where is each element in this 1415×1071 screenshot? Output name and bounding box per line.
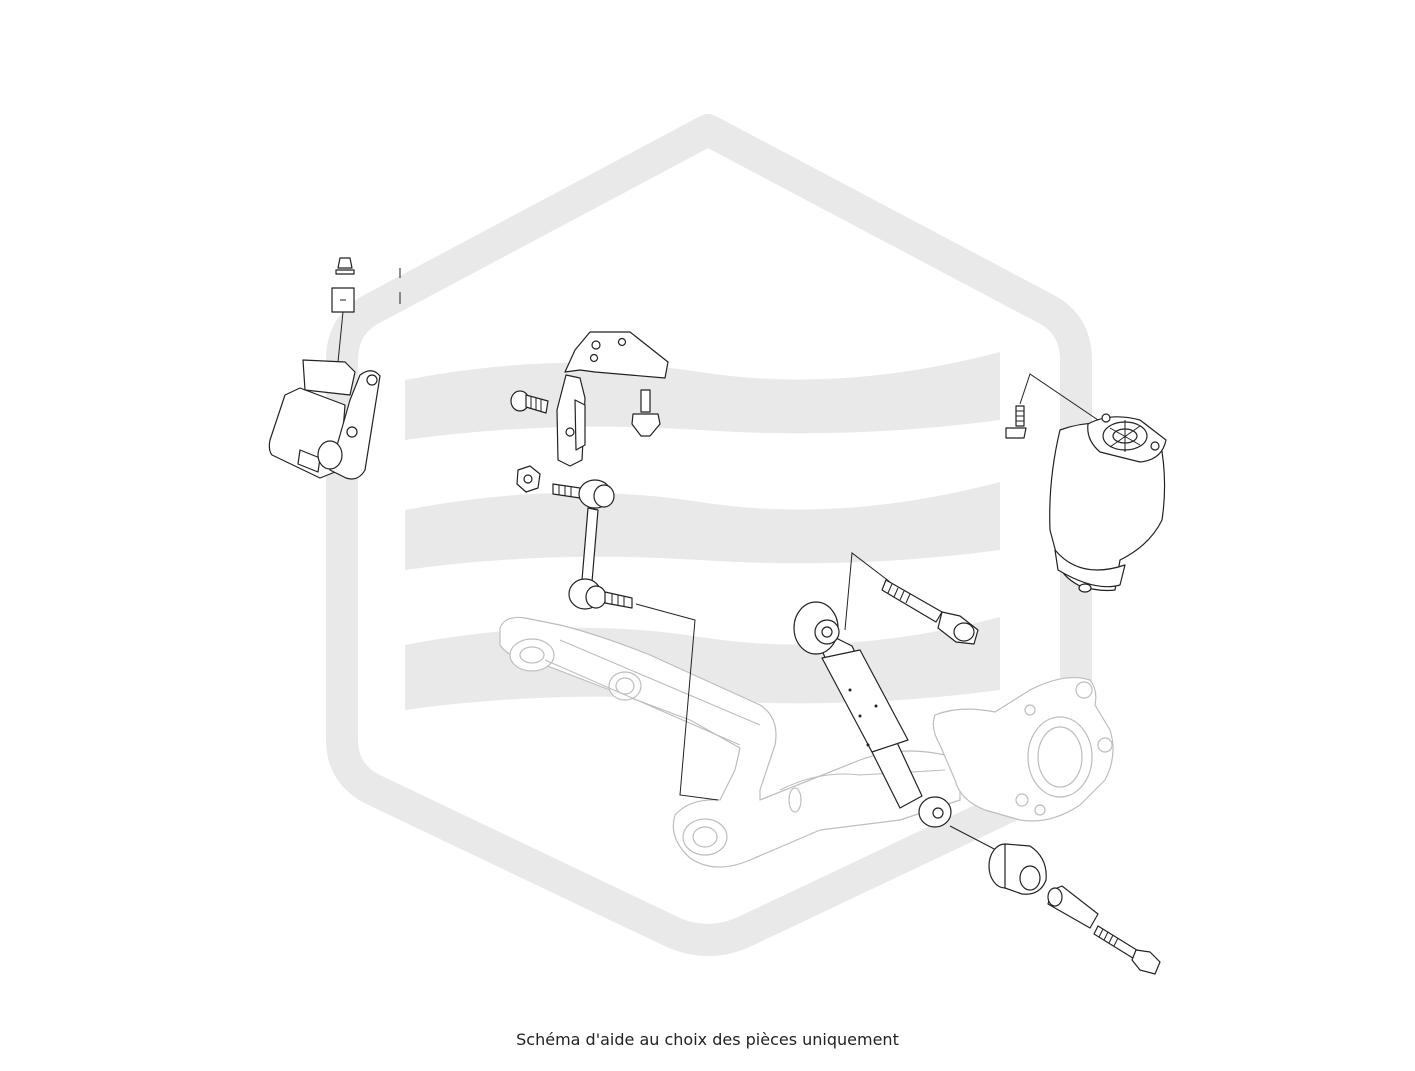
bracket-bolt: [510, 390, 549, 414]
ride-height-sensor: [268, 257, 401, 480]
shock-absorber: [793, 601, 952, 828]
air-spring-leader-line: [1019, 373, 1099, 421]
hex-nut: [516, 465, 541, 493]
bushing-sleeve: [1047, 885, 1099, 929]
push-clip-fastener: [631, 389, 661, 437]
stabilizer-link: [552, 479, 633, 610]
shock-lower-bolt: [1093, 925, 1161, 975]
diagram-caption: Schéma d'aide au choix des pièces unique…: [516, 1030, 899, 1049]
shock-bushing: [988, 843, 1047, 895]
link-leader-line: [635, 603, 719, 801]
shock-lower-leader: [949, 825, 1001, 853]
rear-subframe-ghost: [499, 616, 1114, 868]
air-spring: [1049, 413, 1167, 593]
sensor-bracket: [556, 331, 669, 467]
shock-leader-line: [844, 552, 891, 631]
shock-upper-bolt: [881, 579, 979, 645]
air-spring-bolt: [1005, 405, 1027, 439]
